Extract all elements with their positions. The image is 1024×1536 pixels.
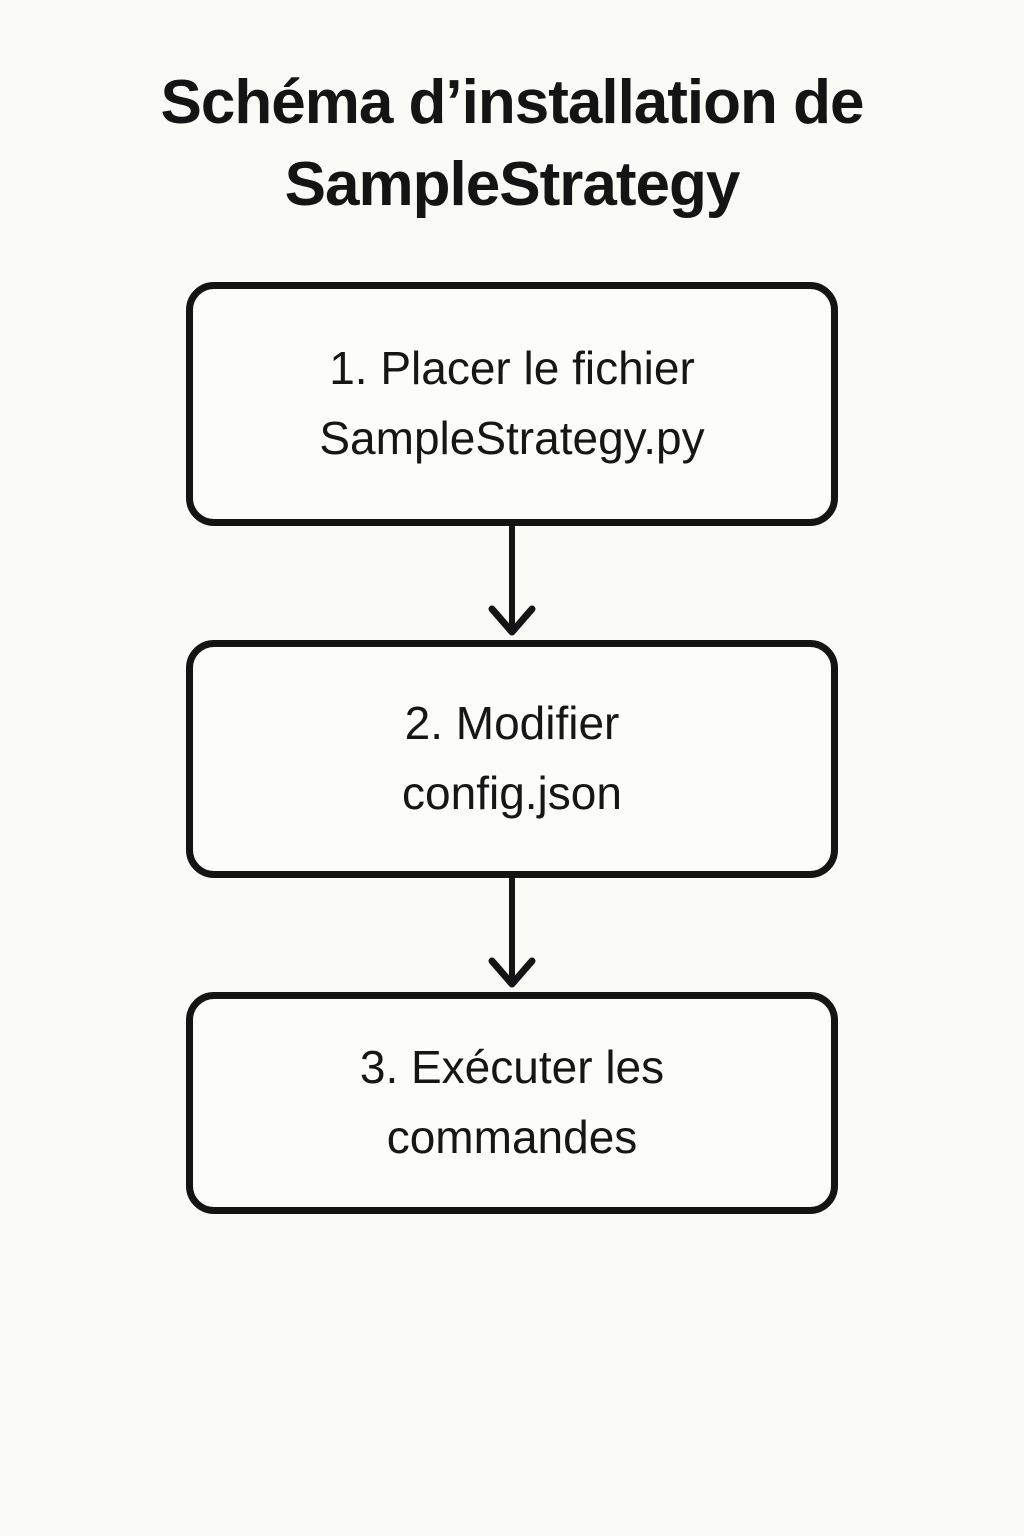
step-3-line-1: 3. Exécuter les <box>359 1040 665 1093</box>
step-1-line-2: SampleStrategy.py <box>319 411 705 464</box>
step-3-line-2: commandes <box>386 1110 638 1163</box>
step-2-line-1: 2. Modifier <box>404 696 620 749</box>
flow-column: 1. Placer le fichier SampleStrategy.py 2… <box>186 281 838 1214</box>
step-box-2: 2. Modifier config.json <box>186 639 838 878</box>
step-1-line-1: 1. Placer le fichier <box>329 341 695 394</box>
down-arrow-icon <box>488 524 536 636</box>
step-box-1: 1. Placer le fichier SampleStrategy.py <box>186 281 838 526</box>
diagram-title: Schéma d’installation de SampleStrategy <box>160 68 865 219</box>
step-2-line-2: config.json <box>402 766 622 819</box>
down-arrow-icon <box>488 876 536 988</box>
step-box-3: 3. Exécuter les commandes <box>186 991 838 1214</box>
